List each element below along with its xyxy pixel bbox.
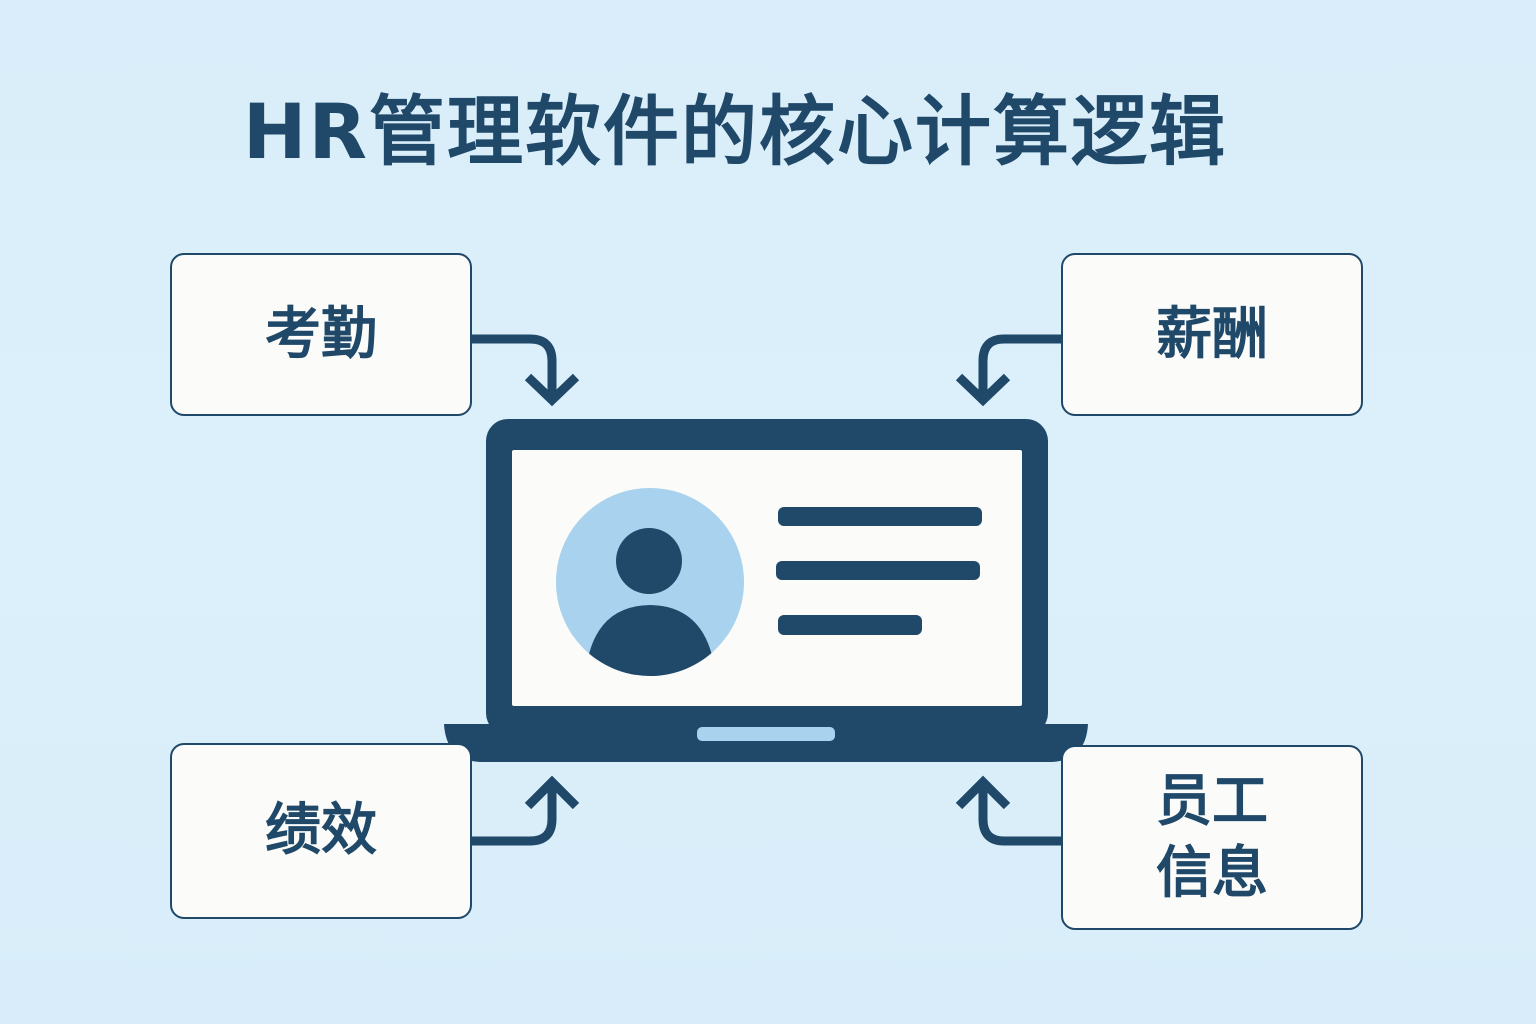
arrow-attendance-to-laptop [472, 334, 580, 407]
arrow-salary-to-laptop [955, 334, 1061, 407]
laptop-bezel [486, 419, 1048, 735]
laptop-base [444, 724, 1088, 762]
node-attendance-label: 考勤 [265, 301, 377, 367]
user-avatar-icon [556, 488, 744, 676]
node-performance: 绩效 [170, 743, 472, 919]
node-employee-info: 员工 信息 [1061, 745, 1363, 930]
arrow-employee-info-to-laptop [955, 775, 1061, 846]
laptop-icon [444, 419, 1088, 762]
profile-text-line-2 [776, 561, 980, 580]
avatar-shoulders [585, 605, 716, 676]
diagram-title: HR管理软件的核心计算逻辑 [242, 87, 1228, 176]
laptop-screen [512, 450, 1022, 706]
node-salary-label: 薪酬 [1156, 301, 1268, 367]
avatar-head [616, 528, 682, 594]
node-performance-label: 绩效 [265, 798, 377, 863]
profile-text-line-1 [778, 507, 982, 526]
node-salary: 薪酬 [1061, 253, 1363, 416]
profile-text-line-3 [778, 615, 922, 635]
node-employee-info-label: 员工 信息 [1156, 768, 1268, 906]
laptop-trackpad-notch [697, 727, 835, 741]
node-attendance: 考勤 [170, 253, 472, 416]
arrow-performance-to-laptop [472, 775, 580, 846]
